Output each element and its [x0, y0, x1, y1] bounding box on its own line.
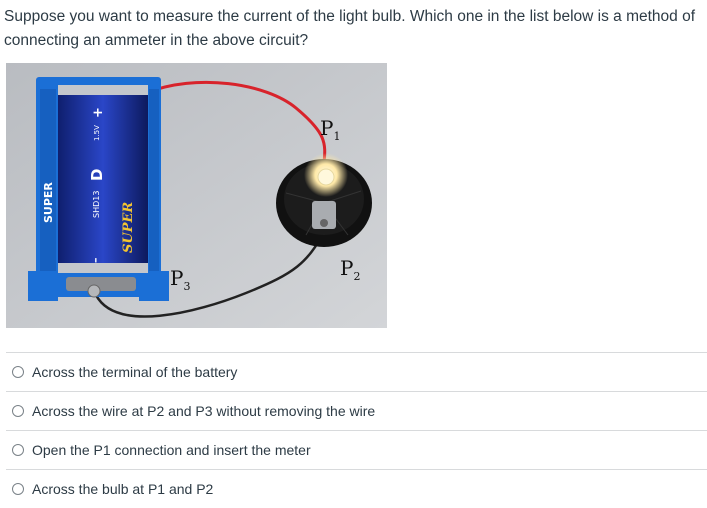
answer-list: Across the terminal of the battery Acros… [0, 352, 707, 508]
point-labels: P1 P2 P3 [170, 116, 360, 293]
battery-brand-side: SUPER [42, 182, 55, 223]
label-p3: P3 [170, 266, 190, 293]
light-bulb [317, 168, 335, 186]
label-p1: P1 [320, 116, 340, 143]
radio-button[interactable] [12, 366, 24, 378]
answer-label[interactable]: Open the P1 connection and insert the me… [32, 442, 311, 458]
answer-option-3[interactable]: Open the P1 connection and insert the me… [6, 430, 707, 469]
circuit-illustration: SUPER – SHD13 D 1.5V + SUPER P1 P2 P3 [6, 63, 387, 328]
battery-model: SHD13 [92, 191, 101, 218]
red-wire [145, 80, 327, 164]
answer-option-2[interactable]: Across the wire at P2 and P3 without rem… [6, 391, 707, 430]
answer-label[interactable]: Across the bulb at P1 and P2 [32, 481, 214, 497]
battery-minus-sign: – [89, 258, 102, 264]
answer-option-4[interactable]: Across the bulb at P1 and P2 [6, 469, 707, 508]
battery-size-letter: D [88, 169, 106, 181]
label-p2: P2 [340, 256, 360, 283]
circuit-photo: SUPER – SHD13 D 1.5V + SUPER P1 P2 P3 [6, 63, 387, 328]
battery-voltage: 1.5V [93, 125, 101, 141]
question-text: Suppose you want to measure the current … [4, 8, 696, 49]
answer-label[interactable]: Across the wire at P2 and P3 without rem… [32, 403, 376, 419]
radio-button[interactable] [12, 444, 24, 456]
black-wire [94, 232, 326, 318]
battery-brand-label: SUPER [121, 202, 136, 253]
answer-option-1[interactable]: Across the terminal of the battery [6, 352, 707, 391]
d-cell-battery [58, 85, 148, 273]
radio-button[interactable] [12, 483, 24, 495]
battery-plus-sign: + [91, 107, 106, 118]
radio-button[interactable] [12, 405, 24, 417]
answer-label[interactable]: Across the terminal of the battery [32, 364, 238, 380]
